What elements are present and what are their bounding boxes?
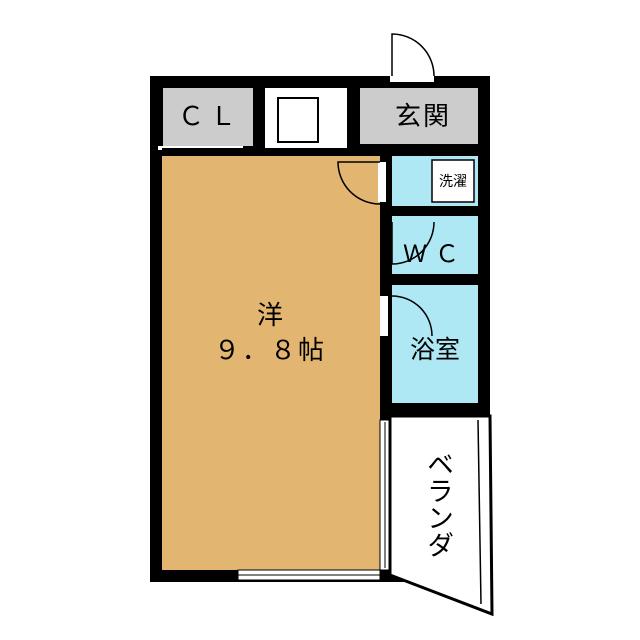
western-room-label: 洋 xyxy=(256,301,283,331)
entrance-door-gap xyxy=(390,72,434,82)
bathroom-door-gap xyxy=(380,296,388,336)
veranda-label: ベランダ xyxy=(422,450,453,558)
entrance-area xyxy=(360,88,478,144)
washing-machine-space xyxy=(431,159,475,203)
washer-label: 洗濯 xyxy=(439,174,467,190)
toilet-area xyxy=(392,216,478,274)
toilet-door-swing xyxy=(391,221,435,265)
toilet-label: ＷＣ xyxy=(403,240,467,268)
veranda-inner-edge xyxy=(477,419,482,605)
kitchen-sink xyxy=(277,97,319,143)
closet-area xyxy=(163,88,253,146)
room-door-swing xyxy=(337,161,381,205)
bathroom-door-swing xyxy=(391,295,433,337)
closet-label: ＣＬ xyxy=(177,102,242,132)
veranda-area xyxy=(388,414,494,617)
room-door-gap xyxy=(378,162,386,202)
entrance-door-swing xyxy=(391,33,435,77)
entrance-label: 玄関 xyxy=(394,102,451,132)
western-room-size: ９．８帖 xyxy=(213,336,326,366)
bathroom-label: 浴室 xyxy=(409,335,460,364)
room-top-wall xyxy=(162,148,380,156)
western-room-area xyxy=(162,152,380,570)
bathroom-area xyxy=(392,285,478,403)
